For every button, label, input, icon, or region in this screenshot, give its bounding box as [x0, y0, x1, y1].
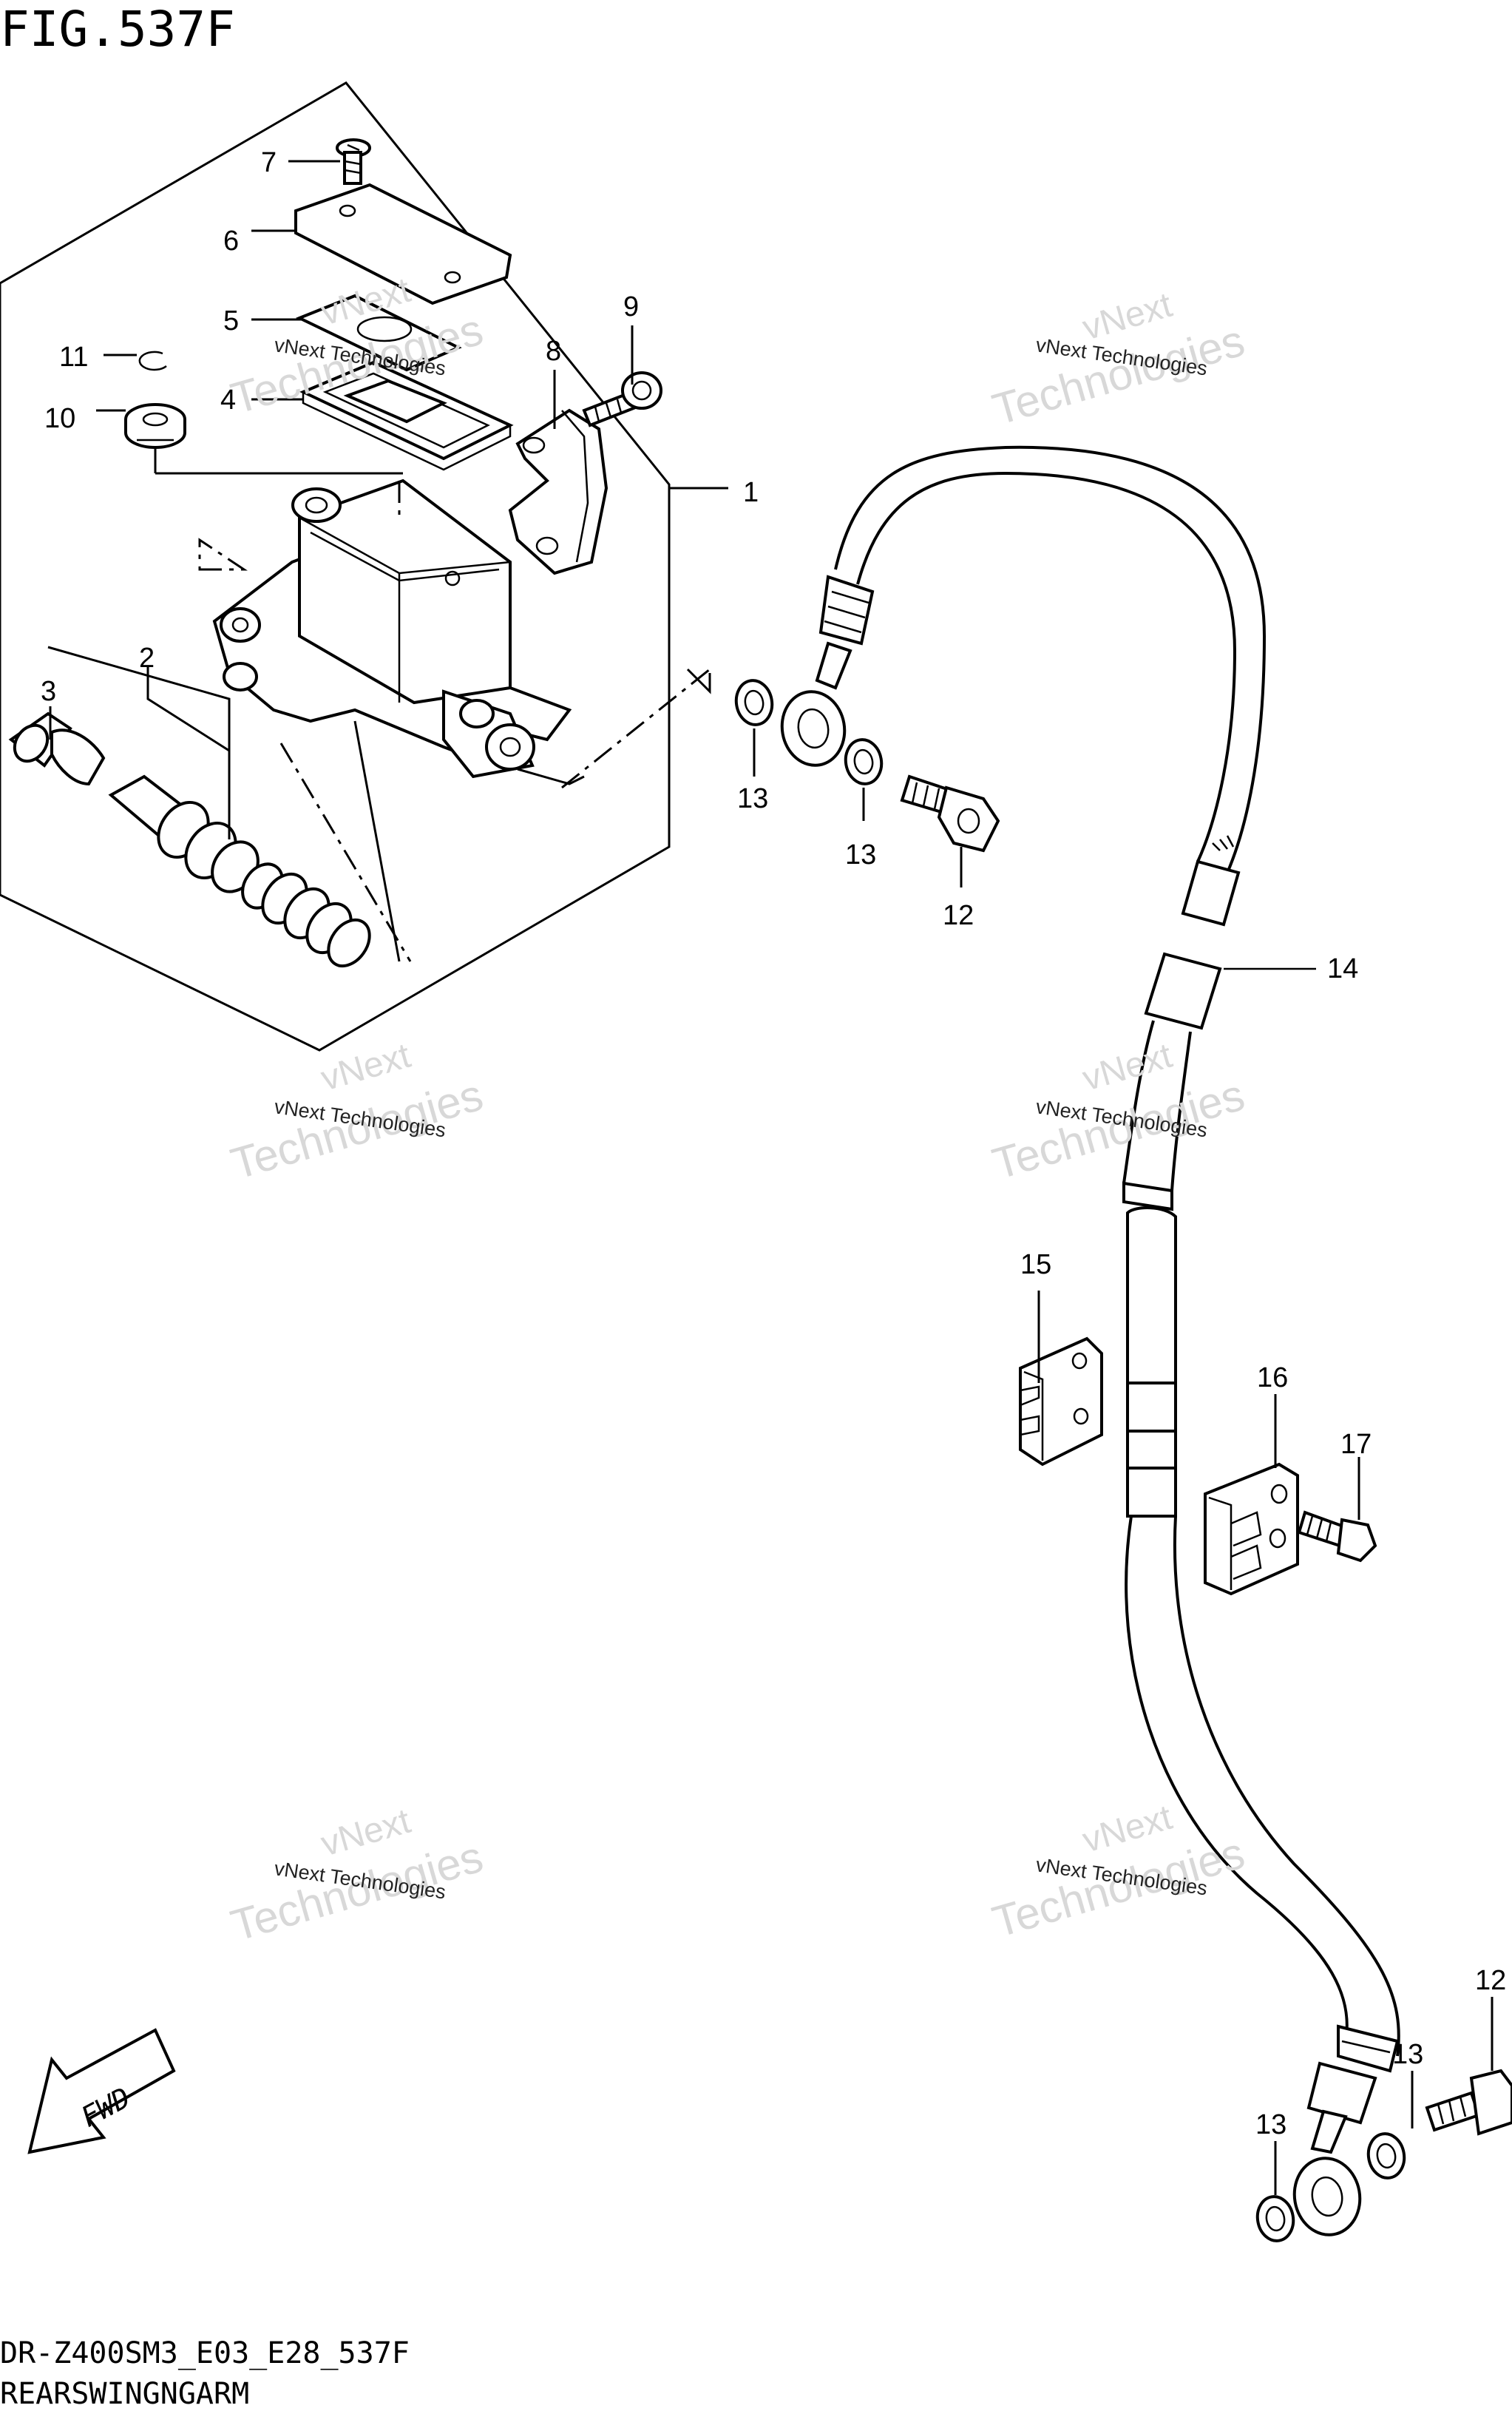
washer-3 [1255, 2195, 1295, 2242]
brake-hose-lower [1125, 1206, 1400, 2236]
reservoir-boot [124, 403, 186, 449]
callout-5: 5 [223, 305, 239, 337]
callout-17: 17 [1340, 1429, 1372, 1460]
hose-clamp-16 [1204, 1462, 1299, 1596]
callout-14: 14 [1327, 953, 1358, 984]
hose-clamp-15 [1019, 1336, 1103, 1467]
section-name: REARSWINGNGARM [0, 2377, 249, 2411]
cap-plate [296, 294, 462, 372]
washer-2 [844, 738, 884, 785]
snap-ring [138, 351, 167, 371]
callout-15: 15 [1020, 1249, 1051, 1280]
union-bolt-lower [1425, 2069, 1512, 2136]
handlebar-clamp [508, 408, 608, 575]
master-cylinder-body [212, 479, 572, 779]
callout-10: 10 [44, 403, 75, 434]
watermark-3: vNext Technologies vNext Technologies [226, 1036, 488, 1189]
callout-9: 9 [623, 291, 639, 322]
watermark-4: vNext Technologies vNext Technologies [987, 1036, 1250, 1189]
callout-8: 8 [546, 336, 561, 367]
model-code: DR-Z400SM3_E03_E28_537F [0, 2336, 410, 2370]
watermark-6: vNext Technologies vNext Technologies [987, 1798, 1250, 1947]
callout-13d: 13 [1392, 2039, 1423, 2070]
brake-hose-upper [780, 445, 1316, 1211]
svg-text:vNext: vNext [316, 1036, 415, 1099]
watermark-5: vNext Technologies vNext Technologies [226, 1802, 488, 1951]
callout-7: 7 [261, 147, 277, 178]
clamp-bolt-17 [1297, 1510, 1377, 1563]
piston-assembly [8, 711, 371, 968]
svg-text:vNext: vNext [1078, 1036, 1176, 1099]
callout-16: 16 [1257, 1362, 1288, 1393]
union-bolt-upper [900, 774, 1000, 853]
callout-13a: 13 [737, 783, 768, 814]
figure-title: FIG.537F [0, 1, 235, 58]
assembly-leaders [47, 160, 728, 962]
callout-1: 1 [743, 477, 759, 508]
clamp-bolt [582, 371, 662, 427]
watermark-2: vNext Technologies vNext Technologies [987, 285, 1250, 435]
callout-13c: 13 [1255, 2109, 1286, 2140]
reservoir-cap [294, 183, 512, 305]
callout-6: 6 [223, 226, 239, 257]
fwd-arrow: FWD [27, 2028, 176, 2154]
callout-12a: 12 [943, 900, 974, 931]
callout-13b: 13 [845, 839, 876, 870]
cap-screw [336, 138, 371, 185]
callout-12b: 12 [1475, 1965, 1506, 1996]
callout-3: 3 [41, 676, 56, 707]
assembly-outline [0, 81, 671, 1052]
callout-2: 2 [139, 643, 155, 674]
callout-4: 4 [220, 385, 236, 416]
external-leaders [753, 728, 1494, 2195]
washer-1 [734, 679, 774, 726]
callout-11: 11 [59, 342, 88, 373]
washer-4 [1366, 2132, 1406, 2180]
